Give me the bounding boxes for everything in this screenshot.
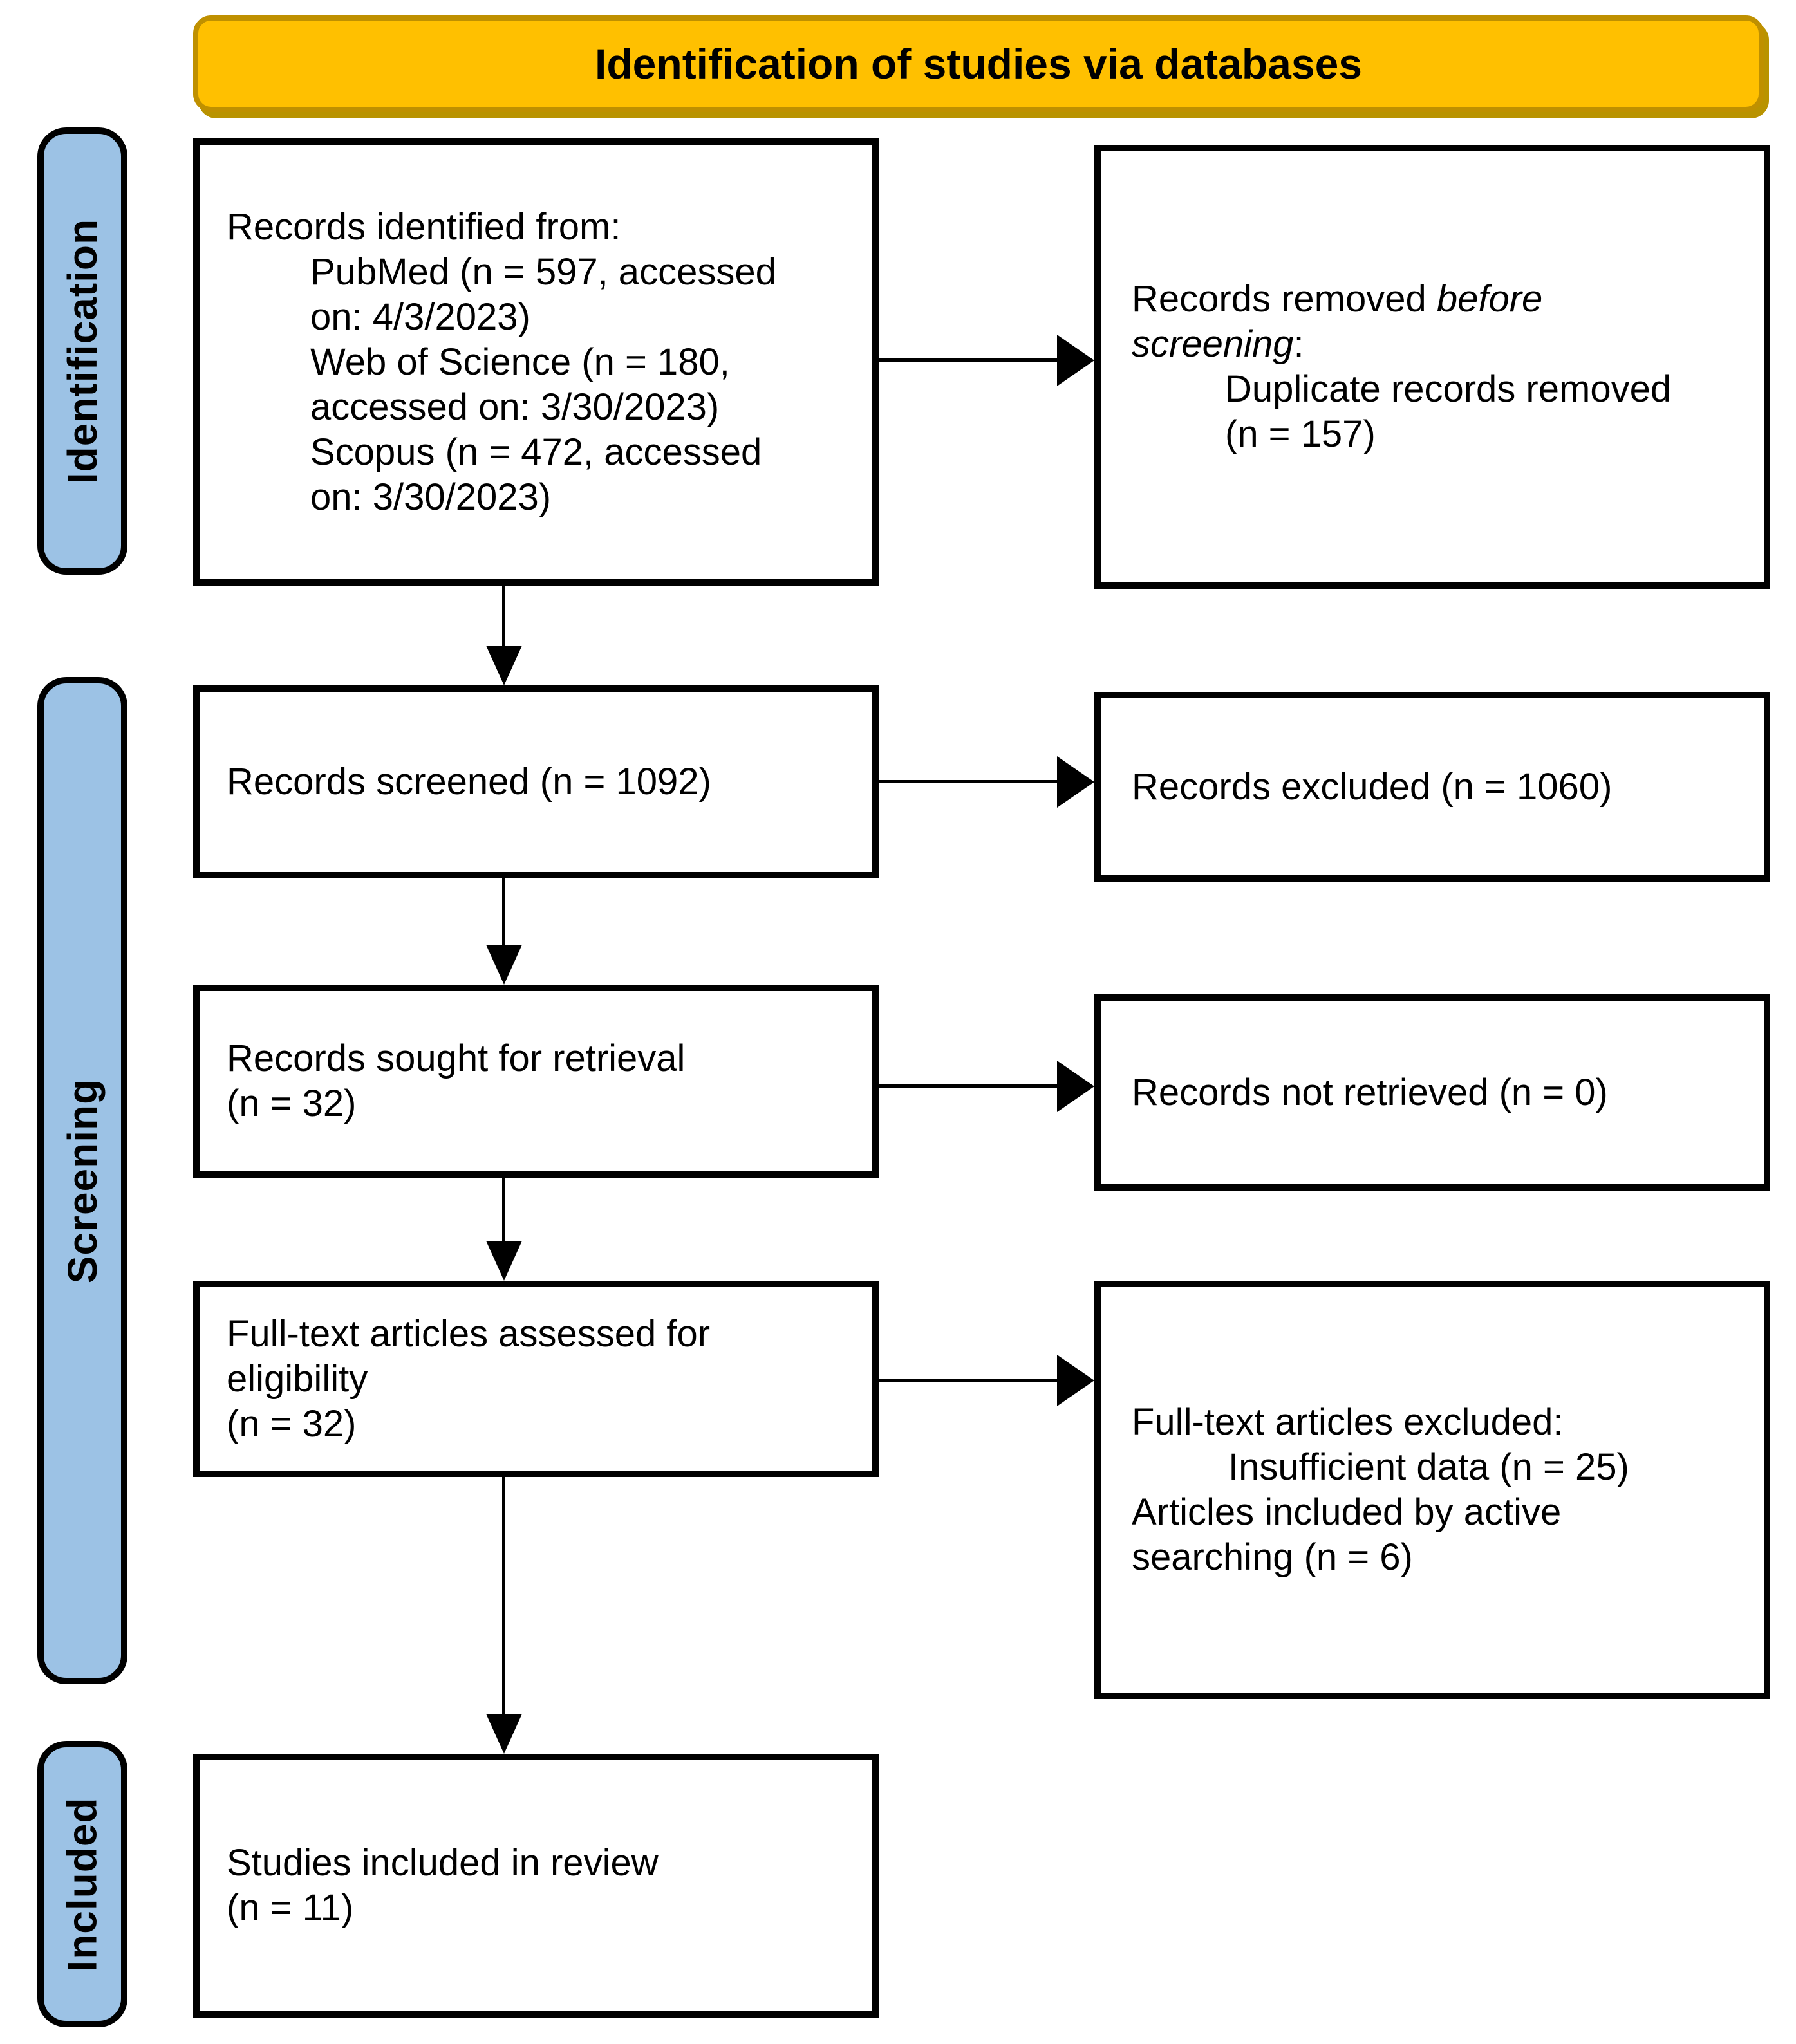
records-sought-line-1: Records sought for retrieval [227, 1037, 686, 1079]
box-records-removed-before-screening: Records removed before screening: Duplic… [1094, 145, 1770, 589]
records-identified-scopus-2: on: 3/30/2023) [310, 476, 552, 518]
arrow-down-line-screened-to-sought [502, 878, 505, 945]
arrow-right-head-screened-to-excluded-icon [1057, 756, 1094, 808]
records-sought-line-2: (n = 32) [227, 1082, 357, 1124]
records-removed-line-2: screening: [1132, 322, 1751, 367]
arrow-right-line-identified-to-removed [879, 358, 1057, 362]
arrow-down-head-identified-to-screened-icon [486, 646, 522, 685]
arrow-down-line-assessed-to-included [502, 1477, 505, 1714]
fulltext-excluded-insufficient: Insufficient data (n = 25) [1228, 1446, 1629, 1488]
studies-included-line-2: (n = 11) [227, 1887, 354, 1929]
records-identified-pubmed-1: PubMed (n = 597, accessed [310, 250, 776, 293]
arrow-down-head-assessed-to-included-icon [486, 1714, 522, 1754]
box-records-not-retrieved: Records not retrieved (n = 0) [1094, 994, 1770, 1191]
arrow-down-head-sought-to-assessed-icon [486, 1241, 522, 1281]
stage-tab-included: Included [37, 1741, 127, 2027]
studies-included-line-1: Studies included in review [227, 1842, 659, 1884]
fulltext-assessed-line-2: eligibility [227, 1357, 368, 1400]
banner-identification-via-databases: Identification of studies via databases [193, 15, 1764, 112]
stage-tab-identification-label: Identification [59, 218, 106, 484]
box-records-identified: Records identified from: PubMed (n = 597… [193, 138, 879, 586]
duplicate-records-removed-1: Duplicate records removed [1225, 368, 1672, 410]
records-identified-scopus-1: Scopus (n = 472, accessed [310, 431, 762, 473]
arrow-down-line-identified-to-screened [502, 586, 505, 646]
stage-tab-identification: Identification [37, 127, 127, 575]
stage-tab-screening-label: Screening [59, 1078, 106, 1283]
fulltext-excluded-active-1: Articles included by active [1132, 1491, 1562, 1533]
arrow-right-head-assessed-to-ftexcluded-icon [1057, 1355, 1094, 1406]
records-identified-pubmed-2: on: 4/3/2023) [310, 295, 530, 338]
box-studies-included: Studies included in review (n = 11) [193, 1754, 879, 2018]
box-records-sought: Records sought for retrieval (n = 32) [193, 985, 879, 1178]
duplicate-records-removed-2: (n = 157) [1225, 413, 1376, 455]
arrow-down-head-screened-to-sought-icon [486, 945, 522, 985]
fulltext-excluded-heading: Full-text articles excluded: [1132, 1401, 1564, 1443]
stage-tab-included-label: Included [59, 1796, 106, 1972]
records-identified-wos-1: Web of Science (n = 180, [310, 340, 730, 383]
box-records-screened: Records screened (n = 1092) [193, 685, 879, 878]
arrow-right-line-assessed-to-ftexcluded [879, 1379, 1057, 1382]
box-records-excluded: Records excluded (n = 1060) [1094, 692, 1770, 882]
fulltext-assessed-line-1: Full-text articles assessed for [227, 1312, 711, 1355]
records-excluded-label: Records excluded (n = 1060) [1132, 765, 1613, 808]
banner-label: Identification of studies via databases [595, 40, 1362, 88]
records-removed-l2-normal: : [1293, 323, 1304, 365]
arrow-right-line-screened-to-excluded [879, 780, 1057, 783]
records-not-retrieved-label: Records not retrieved (n = 0) [1132, 1071, 1608, 1113]
records-removed-line-1: Records removed before [1132, 277, 1751, 322]
stage-tab-screening: Screening [37, 677, 127, 1684]
records-screened-label: Records screened (n = 1092) [227, 761, 711, 803]
arrow-down-line-sought-to-assessed [502, 1178, 505, 1241]
records-removed-l2-italic: screening [1132, 323, 1294, 365]
fulltext-assessed-line-3: (n = 32) [227, 1402, 357, 1445]
records-removed-l1-normal: Records removed [1132, 278, 1437, 320]
arrow-right-head-sought-to-notretrieved-icon [1057, 1061, 1094, 1112]
records-identified-heading: Records identified from: [227, 205, 621, 248]
box-fulltext-excluded: Full-text articles excluded: Insufficien… [1094, 1281, 1770, 1699]
arrow-right-head-identified-to-removed-icon [1057, 335, 1094, 386]
records-removed-l1-italic: before [1436, 278, 1543, 320]
box-fulltext-assessed: Full-text articles assessed for eligibil… [193, 1281, 879, 1477]
fulltext-excluded-active-2: searching (n = 6) [1132, 1536, 1413, 1578]
records-identified-wos-2: accessed on: 3/30/2023) [310, 386, 720, 428]
arrow-right-line-sought-to-notretrieved [879, 1084, 1057, 1088]
